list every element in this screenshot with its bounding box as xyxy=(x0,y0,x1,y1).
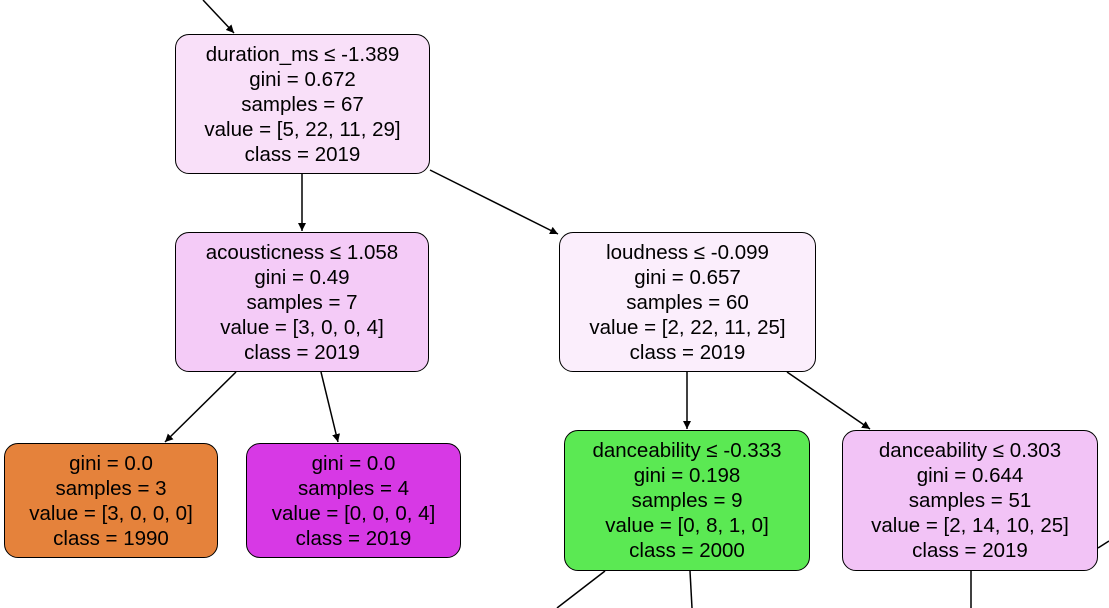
node-samples: samples = 60 xyxy=(626,290,749,314)
node-gini: gini = 0.644 xyxy=(916,464,1024,487)
node-gini: gini = 0.672 xyxy=(249,67,356,91)
tree-node-acousticness: acousticness ≤ 1.058 gini = 0.49 samples… xyxy=(175,232,429,372)
node-value: value = [5, 22, 11, 29] xyxy=(204,117,401,141)
node-split-condition: loudness ≤ -0.099 xyxy=(606,240,769,264)
node-class: class = 2019 xyxy=(295,526,412,550)
node-class: class = 2019 xyxy=(629,340,746,364)
edge-n5-to-offscreen-left xyxy=(556,570,606,608)
node-class: class = 2019 xyxy=(244,340,360,364)
node-samples: samples = 51 xyxy=(908,489,1032,512)
node-samples: samples = 4 xyxy=(297,476,410,500)
node-value: value = [2, 14, 10, 25] xyxy=(871,514,1069,537)
node-samples: samples = 9 xyxy=(631,489,743,512)
node-class: class = 1990 xyxy=(53,526,169,550)
tree-leaf-class-2019: gini = 0.0 samples = 4 value = [0, 0, 0,… xyxy=(246,443,461,558)
node-samples: samples = 3 xyxy=(55,476,167,500)
node-value: value = [3, 0, 0, 0] xyxy=(29,501,193,525)
node-gini: gini = 0.0 xyxy=(69,451,153,475)
tree-node-danceability-right: danceability ≤ 0.303 gini = 0.644 sample… xyxy=(842,430,1098,571)
node-value: value = [2, 22, 11, 25] xyxy=(589,315,786,339)
node-split-condition: duration_ms ≤ -1.389 xyxy=(205,42,400,66)
node-split-condition: danceability ≤ -0.333 xyxy=(592,439,782,462)
edge-n1-to-n4 xyxy=(320,371,340,443)
edge-n2-to-n6 xyxy=(786,371,871,430)
node-gini: gini = 0.657 xyxy=(634,265,741,289)
edge-n0-to-n2 xyxy=(429,169,559,235)
node-samples: samples = 67 xyxy=(241,92,364,116)
node-class: class = 2000 xyxy=(629,539,745,562)
node-split-condition: acousticness ≤ 1.058 xyxy=(205,240,399,264)
tree-node-root: duration_ms ≤ -1.389 gini = 0.672 sample… xyxy=(175,34,430,174)
edge-offscreen-to-n0 xyxy=(202,0,235,34)
tree-node-danceability-left: danceability ≤ -0.333 gini = 0.198 sampl… xyxy=(564,430,810,571)
edge-n1-to-n3 xyxy=(164,371,237,443)
node-class: class = 2019 xyxy=(244,142,361,166)
node-split-condition: danceability ≤ 0.303 xyxy=(878,439,1062,462)
node-value: value = [0, 8, 1, 0] xyxy=(605,514,769,537)
node-gini: gini = 0.49 xyxy=(254,265,350,289)
tree-node-loudness: loudness ≤ -0.099 gini = 0.657 samples =… xyxy=(559,232,816,372)
node-samples: samples = 7 xyxy=(246,290,358,314)
node-value: value = [3, 0, 0, 4] xyxy=(220,315,384,339)
edge-n6-to-offscreen-right xyxy=(1097,540,1109,549)
node-gini: gini = 0.0 xyxy=(311,451,396,475)
node-value: value = [0, 0, 0, 4] xyxy=(271,501,436,525)
node-class: class = 2019 xyxy=(912,539,1028,562)
edge-n5-to-offscreen-right xyxy=(689,570,693,608)
node-gini: gini = 0.198 xyxy=(633,464,741,487)
tree-leaf-class-1990: gini = 0.0 samples = 3 value = [3, 0, 0,… xyxy=(4,443,218,558)
